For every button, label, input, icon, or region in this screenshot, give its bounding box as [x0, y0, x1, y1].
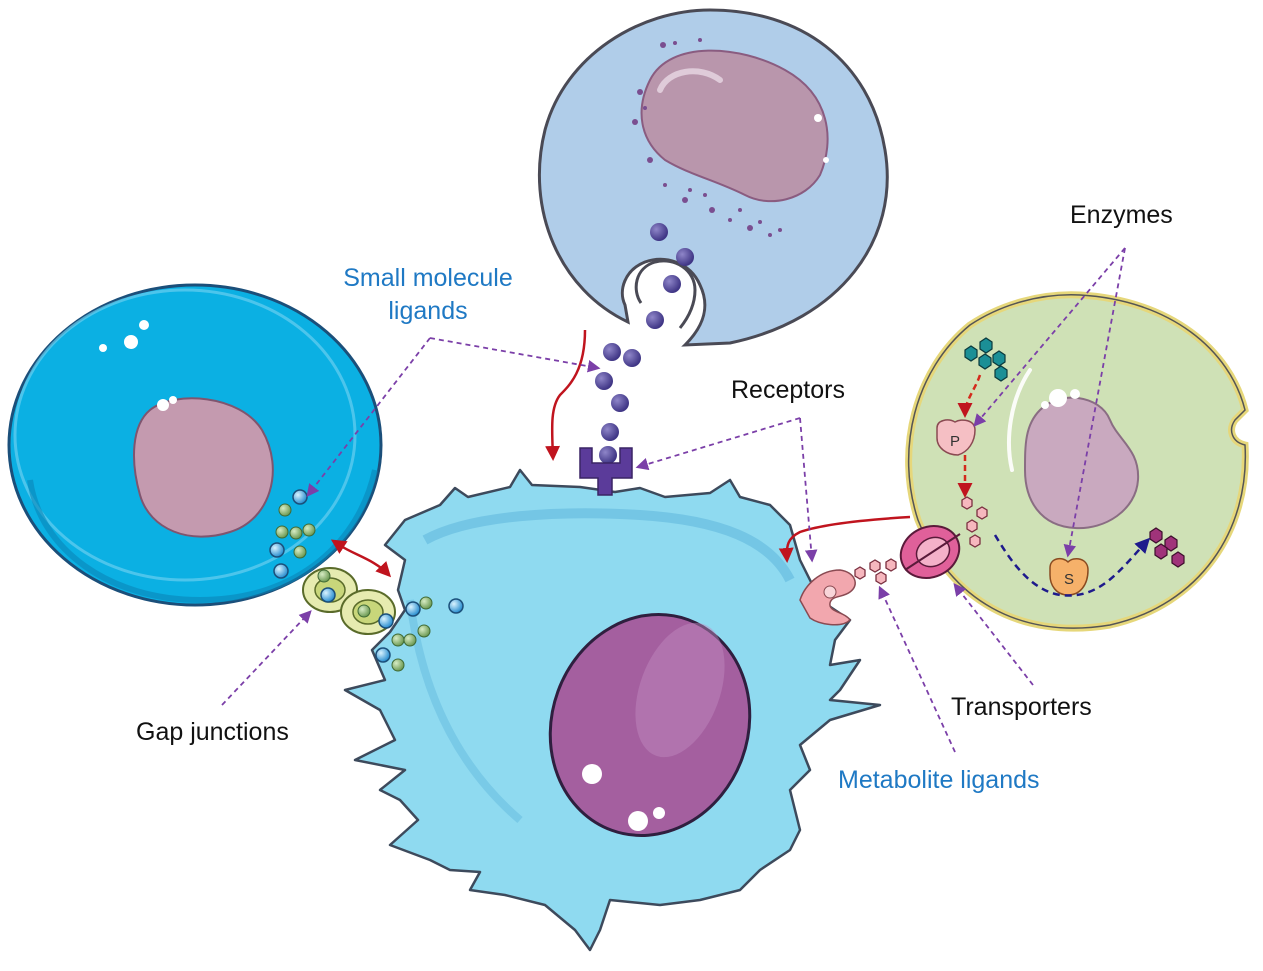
pointer-receptor-pink	[799, 417, 818, 563]
purple-receptor	[579, 447, 633, 496]
enzyme-s-label: S	[1064, 571, 1074, 588]
pointer-enzyme-s	[1063, 247, 1126, 558]
right-cell-nucleus	[1023, 389, 1140, 530]
label-gap-junctions: Gap junctions	[136, 718, 289, 746]
red-arrow-right	[778, 515, 911, 563]
teal-substrate-cluster	[964, 337, 1008, 382]
left-cell	[7, 283, 383, 607]
label-pointers	[221, 247, 1126, 753]
product-cluster	[1149, 527, 1185, 568]
label-small-molecule-ligands: Small molecule ligands	[343, 264, 513, 325]
navy-dashed-arrow	[993, 534, 1151, 597]
label-receptors: Receptors	[731, 376, 845, 404]
label-transporters: Transporters	[951, 693, 1092, 721]
gap-junction-molecules	[269, 489, 464, 672]
top-cell	[537, 8, 889, 347]
center-cell-nucleus	[548, 613, 752, 837]
center-cell	[343, 468, 882, 952]
pointer-enzyme-p	[973, 247, 1126, 427]
red-dashed-arrow-1	[957, 374, 982, 418]
pink-receptor	[799, 569, 856, 626]
pointer-metabolite	[878, 585, 956, 753]
metabolite-ligands	[854, 558, 897, 585]
pointer-ligand-to-left	[306, 337, 431, 497]
label-metabolite-ligands: Metabolite ligands	[838, 766, 1040, 794]
pointer-transporter	[953, 583, 1034, 686]
top-cell-nucleus	[640, 49, 829, 203]
transporter	[899, 525, 961, 579]
top-cell-granules	[632, 38, 782, 237]
pointer-receptor-purple	[635, 417, 801, 471]
label-enzymes: Enzymes	[1070, 201, 1173, 229]
left-cell-nucleus	[133, 396, 274, 538]
small-molecule-ligands	[595, 223, 694, 464]
enzyme-p-label: P	[950, 433, 960, 450]
pointer-gap-junction	[221, 610, 312, 706]
enzyme-p: P	[936, 419, 976, 456]
metabolites-inside	[961, 496, 988, 548]
enzyme-s: S	[1049, 557, 1089, 596]
red-arrow-top	[545, 329, 587, 461]
pointer-ligand-to-center	[429, 337, 601, 373]
red-double-arrow	[330, 539, 392, 578]
